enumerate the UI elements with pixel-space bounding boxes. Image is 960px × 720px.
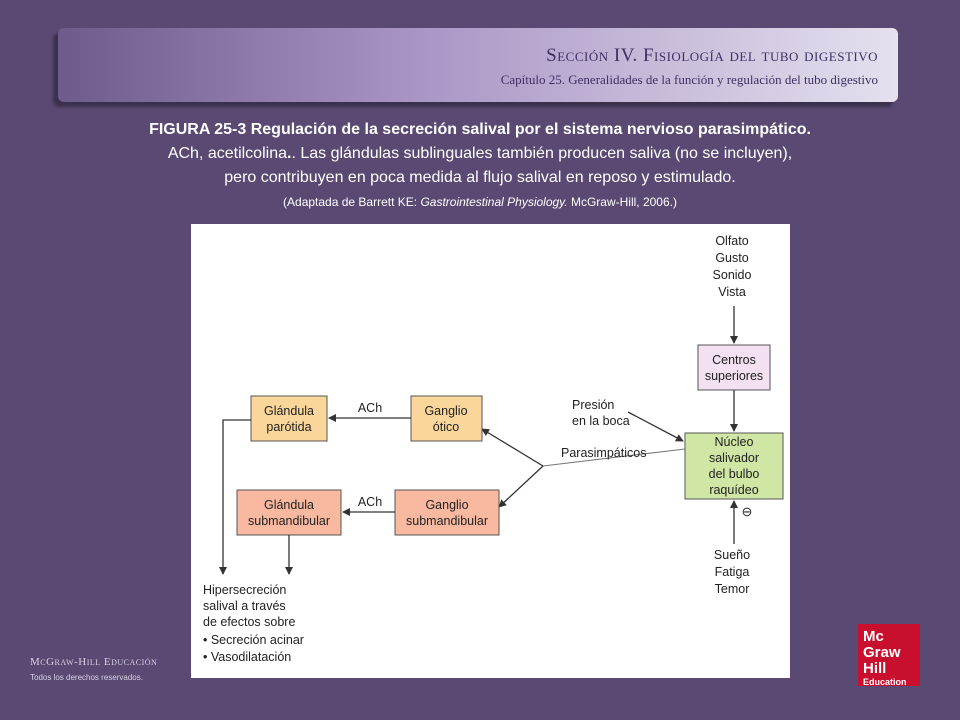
- sense-vista: Vista: [718, 285, 746, 299]
- ganglio-otico-line-1: Ganglio: [424, 404, 467, 418]
- credit-book-title: Gastrointestinal Physiology.: [420, 195, 568, 209]
- logo-line-2: Graw: [863, 644, 901, 661]
- figure-caption: FIGURA 25-3 Regulación de la secreción s…: [40, 118, 920, 214]
- nucleo-line-1: Núcleo: [715, 435, 754, 449]
- caption-line-2: ACh, acetilcolina.. Las glándulas sublin…: [40, 142, 920, 166]
- arrow-to-ganglio-otico: [481, 428, 544, 467]
- inhibit-fatiga: Fatiga: [715, 565, 750, 579]
- section-title: Sección IV. Fisiología del tubo digestiv…: [546, 45, 878, 66]
- figure-title: FIGURA 25-3 Regulación de la secreción s…: [149, 121, 811, 138]
- minus-icon: ⊖: [742, 504, 753, 519]
- logo-line-4: Education: [863, 677, 907, 687]
- ach-label-2: ACh: [358, 495, 382, 509]
- arrow-to-ganglio-submandibular: [498, 465, 544, 508]
- parasimpaticos-label: Parasimpáticos: [561, 446, 646, 460]
- inhibit-sueno: Sueño: [714, 548, 750, 562]
- result-bullet-vasodilatacion: • Vasodilatación: [203, 650, 291, 664]
- nucleo-line-2: salivador: [709, 451, 759, 465]
- result-bullet-acinar: • Secreción acinar: [203, 633, 304, 647]
- result-line-1: Hipersecreción: [203, 583, 286, 597]
- arrow-presion-to-nucleo: [627, 411, 684, 442]
- logo-line-3: Hill: [863, 660, 887, 677]
- ganglio-sub-line-1: Ganglio: [425, 498, 468, 512]
- centros-line-1: Centros: [712, 353, 756, 367]
- presion-line-2: en la boca: [572, 414, 630, 428]
- ganglio-submandibular-box: [394, 489, 500, 536]
- nucleo-line-3: del bulbo: [709, 467, 760, 481]
- section-header-banner: Sección IV. Fisiología del tubo digestiv…: [58, 28, 898, 102]
- publisher-brand: McGraw-Hill Educación: [30, 656, 158, 668]
- salivary-regulation-diagram: Olfato Gusto Sonido Vista Centros superi…: [203, 234, 784, 664]
- centros-superiores-box: [697, 344, 771, 391]
- ganglio-otico-box: [410, 395, 483, 442]
- glandula-sub-line-2: submandibular: [248, 514, 330, 528]
- caption-period: .: [286, 145, 292, 162]
- glandula-parotida-line-1: Glándula: [264, 404, 314, 418]
- glandula-parotida-box: [250, 395, 328, 442]
- centros-line-2: superiores: [705, 369, 763, 383]
- arrow-parotida-to-result: [219, 419, 251, 575]
- nucleo-salivador-box: [684, 432, 784, 500]
- mcgraw-hill-logo: Mc Graw Hill Education: [858, 624, 920, 687]
- sense-sonido: Sonido: [713, 268, 752, 282]
- diagram-panel: Olfato Gusto Sonido Vista Centros superi…: [191, 224, 790, 678]
- caption-ach-definition: ACh, acetilcolina: [167, 145, 287, 162]
- result-line-3: de efectos sobre: [203, 615, 295, 629]
- glandula-submandibular-box: [236, 489, 342, 536]
- chapter-subtitle: Capítulo 25. Generalidades de la función…: [500, 72, 878, 87]
- caption-line-3: pero contribuyen en poca medida al flujo…: [224, 169, 736, 186]
- inhibit-temor: Temor: [715, 582, 750, 596]
- credit-prefix: (Adaptada de Barrett KE:: [283, 195, 421, 209]
- ganglio-otico-line-2: ótico: [433, 420, 459, 434]
- sense-olfato: Olfato: [715, 234, 748, 248]
- glandula-parotida-line-2: parótida: [266, 420, 311, 434]
- parasympathetic-trunk-line: [542, 448, 686, 467]
- caption-credit: (Adaptada de Barrett KE: Gastrointestina…: [40, 190, 920, 214]
- ach-label-1: ACh: [358, 401, 382, 415]
- senses-label: Olfato Gusto Sonido Vista: [713, 234, 752, 299]
- caption-line-2-rest: . Las glándulas sublinguales también pro…: [291, 145, 793, 162]
- ganglio-sub-line-2: submandibular: [406, 514, 488, 528]
- logo-line-1: Mc: [863, 628, 884, 645]
- credit-suffix: McGraw-Hill, 2006.): [567, 195, 677, 209]
- sense-gusto: Gusto: [715, 251, 748, 265]
- result-line-2: salival a través: [203, 599, 286, 613]
- rights-notice: Todos los derechos reservados.: [30, 673, 143, 682]
- glandula-sub-line-1: Glándula: [264, 498, 314, 512]
- presion-line-1: Presión: [572, 398, 614, 412]
- nucleo-line-4: raquídeo: [709, 483, 758, 497]
